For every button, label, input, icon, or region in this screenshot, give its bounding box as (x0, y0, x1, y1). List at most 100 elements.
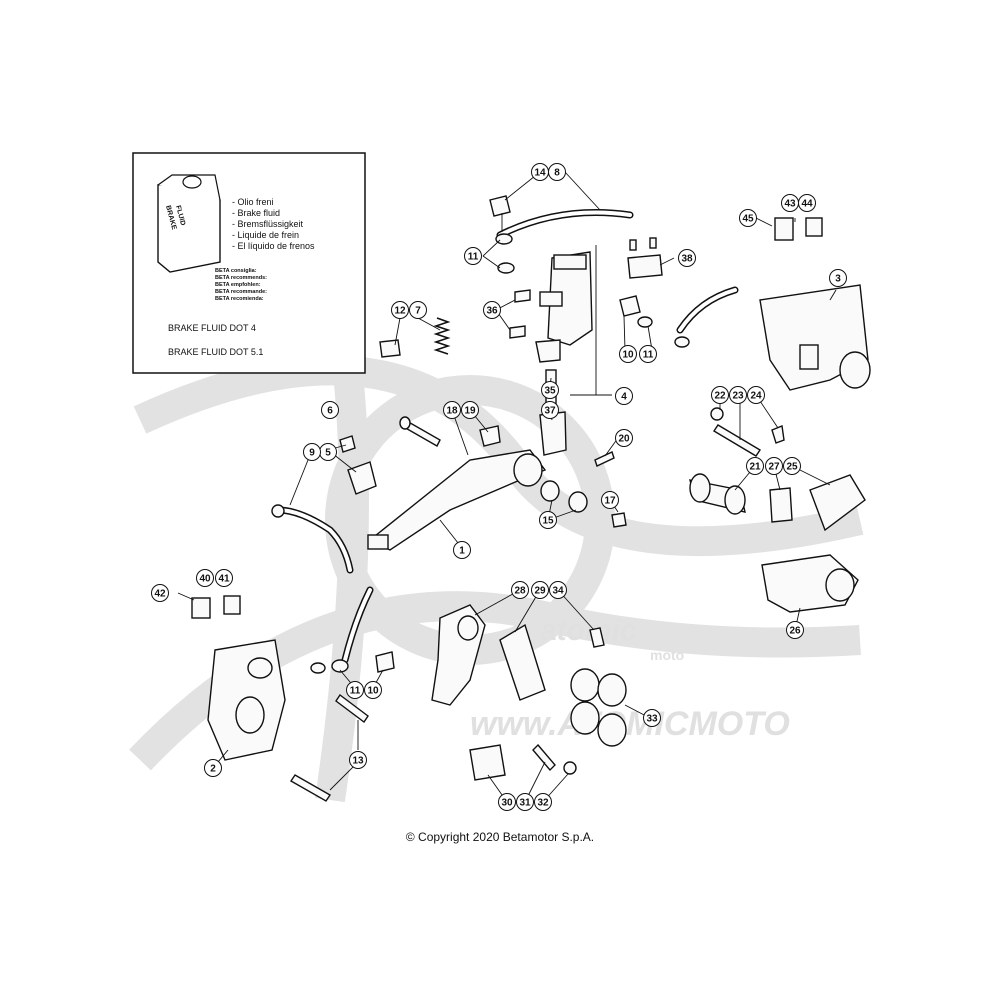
callout-44: 44 (798, 194, 816, 212)
callout-circle (364, 681, 382, 699)
callout-number: 42 (154, 589, 166, 600)
callout-circle (215, 569, 233, 587)
callout-8: 8 (548, 163, 566, 181)
callout-circle (615, 429, 633, 447)
callout-number: 30 (501, 798, 513, 809)
callout-12: 12 (391, 301, 409, 319)
callout-circle (511, 581, 529, 599)
callout-38: 38 (678, 249, 696, 267)
callout-number: 22 (714, 391, 726, 402)
callout-number: 21 (749, 462, 761, 473)
callout-number: 2 (210, 764, 216, 775)
callout-circle (346, 681, 364, 699)
callout-circle (391, 301, 409, 319)
callout-33: 33 (643, 709, 661, 727)
callout-circle (798, 194, 816, 212)
callout-circle (539, 511, 557, 529)
callout-10: 10 (619, 345, 637, 363)
copyright-notice: © Copyright 2020 Betamotor S.p.A. (405, 830, 595, 844)
callout-3: 3 (829, 269, 847, 287)
callout-number: 7 (415, 306, 421, 317)
callout-circle (541, 401, 559, 419)
callout-number: 11 (643, 350, 654, 361)
callout-circle (643, 709, 661, 727)
callout-circle (196, 569, 214, 587)
callout-number: 29 (534, 586, 546, 597)
fluid-name-it: - Olio freni (232, 197, 274, 207)
washer (497, 262, 515, 274)
callout-number: 44 (801, 199, 813, 210)
callout-28: 28 (511, 581, 529, 599)
fluid-name-fr: - Liquide de frein (232, 230, 299, 240)
callout-circle (443, 401, 461, 419)
callout-number: 34 (552, 586, 564, 597)
callout-13: 13 (349, 751, 367, 769)
recommends-es: BETA recomienda: (215, 296, 264, 302)
callout-number: 43 (784, 199, 796, 210)
watermark-url: www.ATOMICMOTO (470, 705, 790, 743)
callout-circle (786, 621, 804, 639)
callout-number: 12 (394, 306, 406, 317)
callout-number: 32 (537, 798, 549, 809)
callout-number: 35 (544, 386, 556, 397)
rear-master-cylinder (547, 251, 593, 346)
callout-circle (321, 401, 339, 419)
callout-42: 42 (151, 584, 169, 602)
recommends-de: BETA empfohlen: (215, 282, 261, 288)
callout-circle (461, 401, 479, 419)
callout-number: 25 (786, 462, 798, 473)
callout-circle (765, 457, 783, 475)
callout-circle (711, 386, 729, 404)
parts-artwork (191, 195, 871, 802)
callout-circle (639, 345, 657, 363)
callout-36: 36 (483, 301, 501, 319)
callout-number: 11 (468, 252, 479, 263)
front-caliper-bracket (431, 604, 486, 706)
callout-40: 40 (196, 569, 214, 587)
brake-pads-rear (809, 474, 866, 532)
callout-4: 4 (615, 387, 633, 405)
callout-number: 38 (681, 254, 693, 265)
callout-number: 31 (519, 798, 531, 809)
callout-35: 35 (541, 381, 559, 399)
callout-number: 20 (618, 434, 630, 445)
callout-circle (453, 541, 471, 559)
callout-22: 22 (711, 386, 729, 404)
callout-number: 10 (367, 686, 379, 697)
fluid-name-de: - Bremsflüssigkeit (232, 219, 304, 229)
callout-circle (409, 301, 427, 319)
callout-37: 37 (541, 401, 559, 419)
recommends-it: BETA consiglia: (215, 268, 257, 274)
callout-number: 14 (534, 168, 546, 179)
callout-number: 3 (835, 274, 841, 285)
callout-number: 8 (554, 168, 560, 179)
callout-number: 40 (199, 574, 211, 585)
callout-number: 10 (622, 350, 634, 361)
callout-27: 27 (765, 457, 783, 475)
callout-25: 25 (783, 457, 801, 475)
callout-circle (531, 581, 549, 599)
callout-circle (498, 793, 516, 811)
fluid-name-en: - Brake fluid (232, 208, 280, 218)
callout-number: 26 (789, 626, 801, 637)
callout-11: 11 (639, 345, 657, 363)
callout-circle (204, 759, 222, 777)
washer (495, 233, 513, 245)
callout-number: 15 (542, 516, 554, 527)
callout-24: 24 (747, 386, 765, 404)
callout-number: 41 (218, 574, 230, 585)
callout-number: 1 (459, 546, 465, 557)
callout-34: 34 (549, 581, 567, 599)
callout-circle (747, 386, 765, 404)
callout-circle (303, 443, 321, 461)
callout-number: 19 (464, 406, 476, 417)
callout-14: 14 (531, 163, 549, 181)
callout-21: 21 (746, 457, 764, 475)
callout-18: 18 (443, 401, 461, 419)
callout-11: 11 (464, 247, 482, 265)
recommends-en: BETA recommends: (215, 275, 267, 281)
callout-circle (516, 793, 534, 811)
callout-26: 26 (786, 621, 804, 639)
